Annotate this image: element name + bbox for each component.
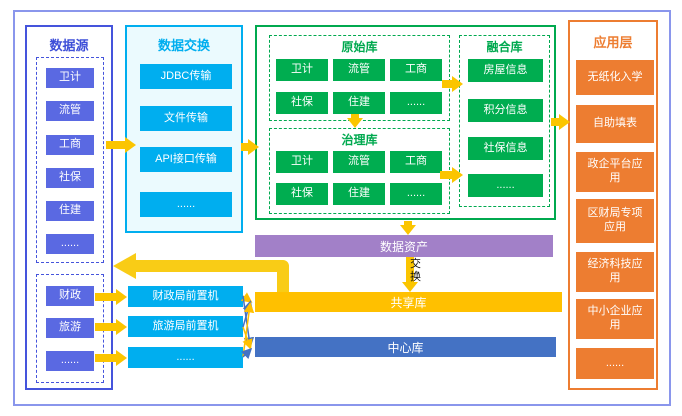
governance-library-title: 治理库 [341,133,378,147]
governance-library-item: 流管 [333,151,385,173]
arrow-finance-to-machine-icon [95,288,127,305]
application-title: 应用层 [593,35,633,50]
fusion-library-item: 积分信息 [468,99,543,122]
arrow-tourism-to-machine-icon [95,318,127,335]
datasource-item: 卫计 [46,68,94,88]
datasource-item: ...... [46,351,94,371]
fusion-library-item: 社保信息 [468,137,543,160]
exchange-panel: 数据交换 JDBC传输 文件传输 API接口传输 ...... [125,25,243,233]
application-item: 区财局专项应用 [576,199,654,243]
data-asset-bar: 数据资产 [255,235,553,257]
arrow-libraries-to-application-icon [551,114,570,130]
center-library-bar: 中心库 [255,337,556,357]
application-panel: 应用层 无纸化入学 自助填表 政企平台应用 区财局专项应用 经济科技应用 中小企… [568,20,658,390]
datasource-group1: 卫计 流管 工商 社保 住建 ...... [36,57,104,263]
governance-library-item: 住建 [333,183,385,205]
datasource-item: ...... [46,234,94,254]
raw-library-item: 工商 [390,59,442,81]
exchange-flow-label: 交换 [410,258,421,283]
exchange-item: JDBC传输 [140,64,232,89]
datasource-item: 旅游 [46,318,94,338]
raw-library-item: 住建 [333,92,385,114]
application-item: 政企平台应用 [576,152,654,192]
arrow-exchange-to-libraries-icon [241,139,259,155]
governance-library: 治理库 卫计 流管 工商 社保 住建 ...... [269,128,450,214]
arrow-governance-to-asset-icon [400,221,416,235]
governance-library-item: 卫计 [276,151,328,173]
datasource-item: 财政 [46,286,94,306]
raw-library-item: ...... [390,92,442,114]
datasource-item: 工商 [46,135,94,155]
governance-library-item: ...... [390,183,442,205]
arrow-governance-to-fusion-icon [440,167,463,183]
datasource-title: 数据源 [49,38,89,53]
application-item: 中小企业应用 [576,299,654,339]
datasource-item: 社保 [46,168,94,188]
exchange-item: API接口传输 [140,147,232,172]
application-item: 经济科技应用 [576,252,654,292]
raw-library-item: 社保 [276,92,328,114]
raw-library-item: 卫计 [276,59,328,81]
governance-library-item: 社保 [276,183,328,205]
fusion-library: 融合库 房屋信息 积分信息 社保信息 ...... [459,35,550,207]
raw-library-title: 原始库 [341,40,378,54]
arrow-source-to-exchange-icon [106,137,136,153]
governance-library-item: 工商 [390,151,442,173]
application-item: 自助填表 [576,105,654,143]
application-item: 无纸化入学 [576,60,654,95]
arrow-asset-to-shared-icon [402,257,418,292]
arrow-raw-to-fusion-icon [442,76,463,92]
application-item: ...... [576,348,654,379]
datasource-panel: 数据源 卫计 流管 工商 社保 住建 ...... 财政 旅游 ...... [25,25,113,390]
arrow-other-to-machine-icon [95,349,127,366]
datasource-item: 流管 [46,101,94,121]
datasource-group2: 财政 旅游 ...... [36,274,104,383]
datasource-item: 住建 [46,201,94,221]
exchange-item: 文件传输 [140,106,232,131]
exchange-item: ...... [140,192,232,217]
frontend-machine: 旅游局前置机 [128,316,243,337]
fusion-library-item: ...... [468,174,543,197]
libraries-panel: 原始库 卫计 流管 工商 社保 住建 ...... 治理库 卫计 流管 工商 社… [255,25,556,220]
raw-library: 原始库 卫计 流管 工商 社保 住建 ...... [269,35,450,121]
fusion-library-item: 房屋信息 [468,59,543,82]
exchange-title: 数据交换 [157,38,210,53]
shared-library-bar: 共享库 [255,292,562,312]
fusion-library-title: 融合库 [486,40,523,54]
arrow-raw-to-governance-icon [347,114,363,128]
frontend-machine: 财政局前置机 [128,286,243,307]
frontend-machine: ...... [128,347,243,368]
raw-library-item: 流管 [333,59,385,81]
